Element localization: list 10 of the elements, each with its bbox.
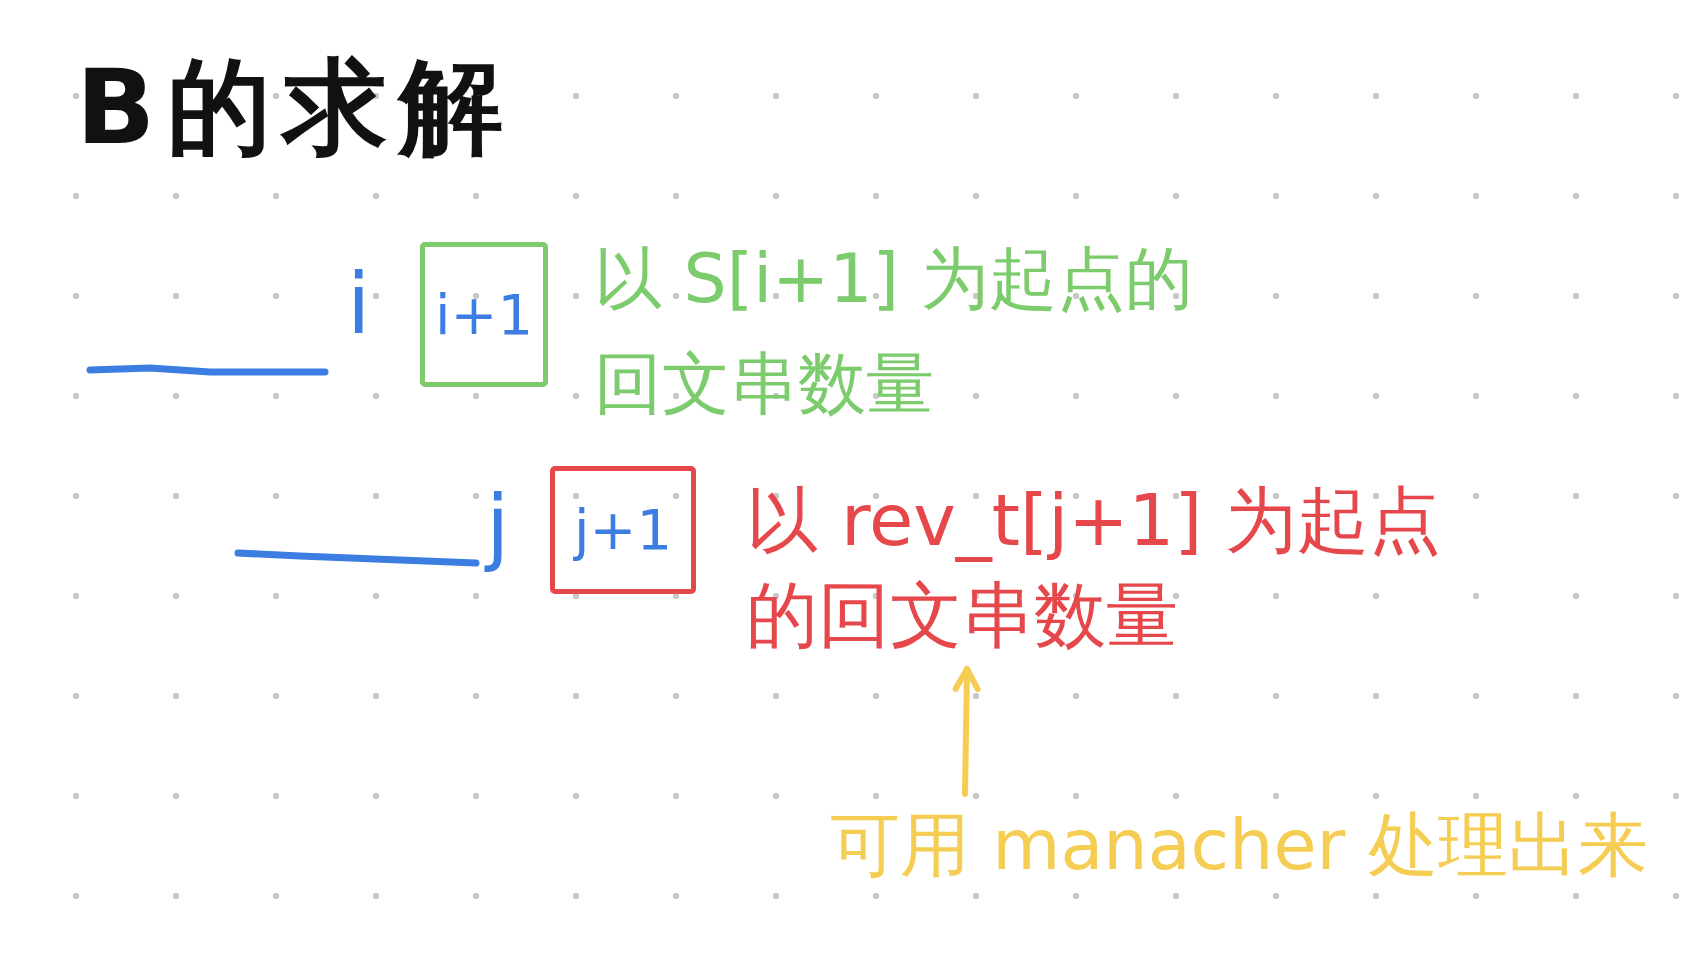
box-label: i+1: [434, 283, 534, 346]
index-box: [420, 242, 548, 387]
title: B的求解: [76, 48, 516, 168]
index-label: i: [347, 262, 371, 346]
note-text: 以 rev_t[j+1] 为起点的回文串数量: [746, 473, 1491, 663]
box-label: j+1: [573, 499, 673, 561]
note-text: 可用 manacher 处理出来: [830, 800, 1648, 890]
arrow: [952, 666, 981, 797]
index-box: [550, 466, 696, 594]
note-text: 以 S[i+1] 为起点的回文串数量: [594, 238, 1194, 425]
